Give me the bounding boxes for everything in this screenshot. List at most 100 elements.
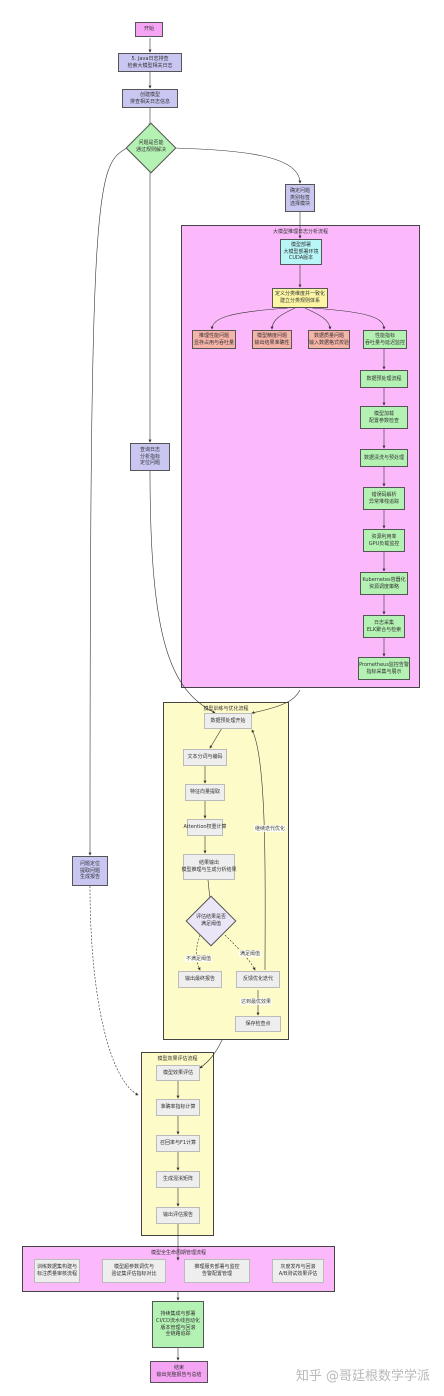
feedback-iterate-node: 反馈优化迭代 xyxy=(236,971,280,988)
node-label: 特征向量提取 xyxy=(189,789,220,796)
node-label: 模型精度问题 xyxy=(256,332,287,339)
node-label: 模型超参数调优与 xyxy=(113,1264,154,1271)
node-label: 版本管理与回滚 xyxy=(160,1324,196,1331)
node-label: 类别标签 xyxy=(289,194,310,201)
issue-locate-node: 问题定位提取问题生成报告 xyxy=(72,856,108,886)
edge xyxy=(88,147,128,856)
node-label: 推理服务部署与监控 xyxy=(194,1264,240,1271)
node-label: 输出完整报告与总结 xyxy=(156,1372,202,1378)
category-label-node: 确定问题类别标签选择模块 xyxy=(285,184,315,212)
node-label: 数据预处理流程 xyxy=(366,375,402,382)
node-label: 资源利用率 xyxy=(371,533,397,540)
node-label: 确定问题 xyxy=(289,187,310,194)
cluster-title: 大模型推理日志分析流程 xyxy=(272,229,328,235)
node-label: A/B测试效果评估 xyxy=(278,1271,318,1277)
edge xyxy=(311,307,386,330)
edge xyxy=(251,729,266,971)
node-label: 配置参数检查 xyxy=(368,417,399,424)
edge xyxy=(210,307,289,330)
cluster-title: 模型效果评估流程 xyxy=(157,1056,198,1062)
model-accuracy-node: 模型精度问题输出结果准确性 xyxy=(252,330,292,349)
tokenize-node: 文本分词与编码 xyxy=(183,749,227,766)
prometheus-node: Prometheus监控告警指标采集与展示 xyxy=(358,657,410,680)
log-search-node: 5. Java日志排查检索大模型相关日志 xyxy=(118,53,182,72)
node-label: 标注质量审核流程 xyxy=(37,1271,78,1277)
node-label: ELK聚合与检索 xyxy=(366,626,402,633)
node-label: 生成混淆矩阵 xyxy=(162,1176,193,1183)
edge xyxy=(195,934,201,971)
node-label: 大模型部署环境 xyxy=(283,248,319,255)
edge-label-loop: 继续迭代优化 xyxy=(254,825,287,832)
edge xyxy=(304,307,332,330)
node-label: 资源调度策略 xyxy=(368,583,399,590)
node-label: 开始 xyxy=(143,26,154,33)
accuracy-node: 准确率指标计算 xyxy=(156,1099,200,1116)
node-label: 结束 xyxy=(173,1365,184,1372)
inference-perf-node: 推理性能问题显存占用与吞吐量 xyxy=(192,330,236,349)
dataset-build-node: 训练数据集构建与标注质量审核流程 xyxy=(34,1259,80,1283)
node-label: 反馈优化迭代 xyxy=(242,976,273,983)
node-label: 数据预处理开始 xyxy=(210,717,246,724)
node-label: 显存占用与吞吐量 xyxy=(194,339,235,346)
node-label: 训练数据集构建与 xyxy=(37,1264,78,1271)
node-label: GPU负载监控 xyxy=(368,540,400,547)
node-label: 推理性能问题 xyxy=(198,332,229,339)
preprocess-start-node: 数据预处理开始 xyxy=(204,713,252,729)
classification-dimension-node: 定义分类维度并一致化建立分类规则体系 xyxy=(272,288,328,308)
edge xyxy=(224,934,256,971)
node-label: 定义分类维度并一致化 xyxy=(275,291,326,298)
node-label: 验证集评估指标对比 xyxy=(111,1271,157,1277)
node-label: 5. Java日志排查 xyxy=(131,55,169,62)
error-code-node: 错误码解析异常堆栈追踪 xyxy=(363,487,405,510)
edge xyxy=(270,307,296,330)
node-label: 输入数据格式校验 xyxy=(309,339,350,346)
node-label: 指标采集与展示 xyxy=(366,668,402,675)
node-label: 数据质量问题 xyxy=(313,332,344,339)
node-label: 问题是否能 xyxy=(138,140,164,146)
final-report-node: 输出最终报告 xyxy=(178,971,222,988)
node-label: 提取问题 xyxy=(79,867,100,874)
serving-monitor-node: 推理服务部署与监控告警配置管理 xyxy=(184,1259,250,1283)
node-label: 查询日志 xyxy=(139,446,160,453)
preprocess-flow-node: 数据预处理流程 xyxy=(360,370,408,388)
node-label: 异常堆栈追踪 xyxy=(368,498,399,505)
node-label: 选择模块 xyxy=(289,201,310,208)
node-label: 全链路追踪 xyxy=(165,1331,191,1338)
node-label: 文本分词与编码 xyxy=(187,754,223,761)
node-label: 模型推理与生成分析结果 xyxy=(181,867,237,873)
hyperparam-tune-node: 模型超参数调优与验证集评估指标对比 xyxy=(102,1259,166,1283)
edge xyxy=(251,689,301,714)
node-label: CI/CD流水线自动化 xyxy=(156,1317,200,1324)
edge xyxy=(209,727,223,749)
node-label: 生成报告 xyxy=(79,874,100,881)
rule-decision-label: 问题是否能通过规则解决 xyxy=(128,140,174,154)
attention-node: Attention权重计算 xyxy=(183,819,227,836)
node-label: 灰度发布与回滚 xyxy=(280,1264,316,1271)
node-label: 分析指标 xyxy=(139,453,160,460)
feature-extract-node: 特征向量提取 xyxy=(185,784,225,801)
node-label: CUDA版本 xyxy=(288,255,314,262)
node-label: 通过规则解决 xyxy=(135,146,166,153)
node-label: Attention权重计算 xyxy=(183,824,227,831)
node-label: 性能指标 xyxy=(374,332,395,339)
node-label: 输出最终报告 xyxy=(184,976,215,983)
create-model-node: 创建模型排查相关日志信息 xyxy=(122,89,178,108)
data-quality-node: 数据质量问题输入数据格式校验 xyxy=(308,330,350,349)
node-label: 日志采集 xyxy=(373,619,394,626)
cluster-title: 模型训练与优化流程 xyxy=(203,706,249,712)
node-label: 评估结果是否 xyxy=(195,914,226,920)
edge xyxy=(199,1039,223,1069)
edge-label-save: 达到最优效果 xyxy=(240,998,273,1005)
node-label: 告警配置管理 xyxy=(201,1271,232,1277)
edge xyxy=(173,147,302,184)
edge-label-pass: 满足阈值 xyxy=(239,950,262,957)
edge xyxy=(89,885,139,1096)
node-label: 定位问题 xyxy=(139,460,160,467)
node-label: 召回率与F1计算 xyxy=(159,1140,197,1147)
log-query-node: 查询日志分析指标定位问题 xyxy=(130,443,170,471)
node-label: 数据清洗与预处理 xyxy=(363,454,404,461)
